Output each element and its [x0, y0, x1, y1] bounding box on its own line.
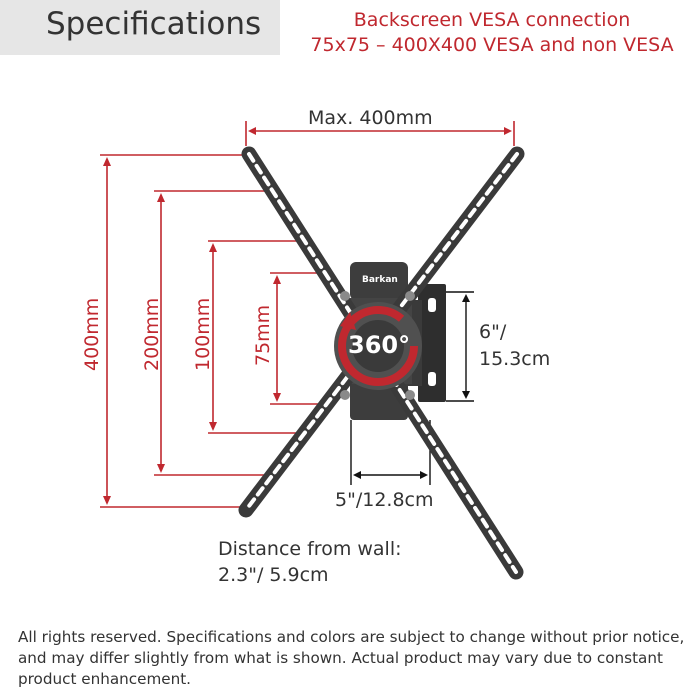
vesa-range-subtitle: 75x75 – 400X400 VESA and non VESA	[310, 34, 674, 56]
vesa-100-label: 100mm	[192, 297, 214, 371]
plate-height-metric-label: 15.3cm	[479, 348, 551, 370]
plate-height-label: 6"/	[479, 321, 507, 343]
wall-distance-title: Distance from wall:	[218, 538, 402, 560]
vesa-connection-title: Backscreen VESA connection	[353, 9, 631, 31]
rotation-label: 360°	[348, 331, 411, 359]
vesa-75-label: 75mm	[252, 304, 274, 366]
mount-diagram	[100, 121, 525, 580]
dimension-lines	[100, 121, 515, 508]
page-title: Specifications	[46, 6, 262, 42]
brand-logo-text: Barkan	[362, 275, 398, 285]
disclaimer-text: All rights reserved. Specifications and …	[18, 628, 685, 688]
plate-dimension-arrowheads	[353, 294, 470, 479]
header-tab	[0, 0, 280, 55]
plate-width-label: 5"/12.8cm	[335, 489, 434, 511]
vesa-200-label: 200mm	[141, 297, 163, 371]
wall-distance-value: 2.3"/ 5.9cm	[218, 564, 329, 586]
max-width-label: Max. 400mm	[308, 107, 433, 129]
dimension-arrowheads	[103, 127, 512, 505]
rotation-hub	[334, 291, 422, 400]
vesa-400-label: 400mm	[81, 297, 103, 371]
